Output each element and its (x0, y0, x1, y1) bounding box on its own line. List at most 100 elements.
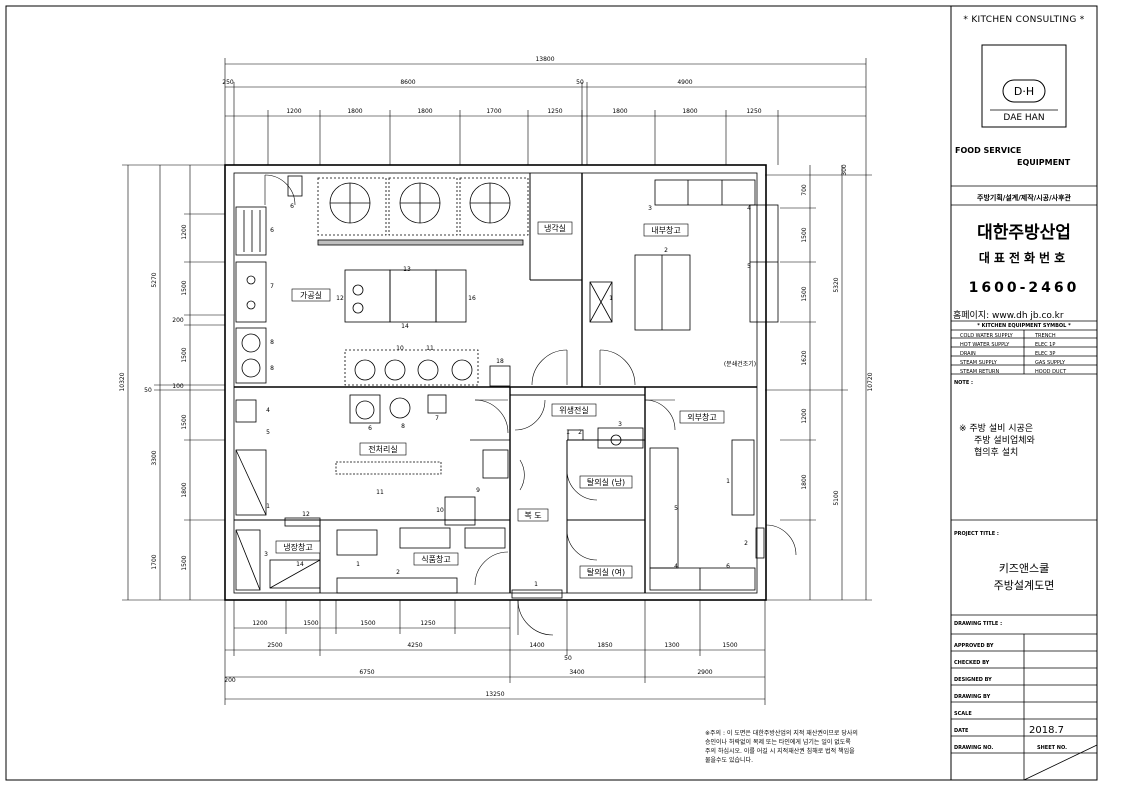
inner-storage-shelves (589, 179, 779, 331)
designed-by-label: DESIGNED BY (954, 677, 992, 683)
note-label: NOTE : (954, 380, 974, 386)
equip-num: 4 (747, 205, 751, 212)
equip-num: 1 (534, 581, 538, 588)
dim-right-top: 300 (841, 164, 848, 176)
symbol-right: ELEC 3P (1035, 351, 1056, 357)
dim-right-seg: 1500 (801, 227, 808, 242)
title-block-grid (951, 44, 1098, 781)
right-dimensions (765, 165, 872, 601)
prep-equipment (235, 394, 509, 527)
food-service-line1: FOOD SERVICE (955, 146, 1022, 155)
title-block: * KITCHEN CONSULTING * D·H DAE HAN FOOD … (951, 6, 1097, 780)
copyright-notice: ※주의 : 이 도면은 대한주방산업의 지적 재산권이므로 당사의 승인이나 허… (705, 729, 858, 764)
room-changing-f: 탈의실 (여) (587, 567, 625, 577)
dim-bottom-mid-gap: 50 (564, 655, 572, 662)
services-line: 주방기획/설계/제작/시공/사후관 (977, 194, 1071, 202)
symbol-left: STEAM RETURN (960, 369, 1000, 375)
symbol-right: HOOD DUCT (1035, 369, 1067, 375)
dim-left-seg: 1500 (181, 555, 188, 570)
equip-num: 9 (476, 487, 480, 494)
equip-num: 12 (302, 511, 310, 518)
project-title-line: 주방설계도면 (993, 579, 1055, 592)
room-corridor: 복 도 (524, 511, 541, 520)
kitchen-consulting-header: * KITCHEN CONSULTING * (963, 15, 1085, 25)
room-outer-storage: 외부창고 (687, 412, 716, 422)
equip-num: 10 (436, 507, 444, 514)
dim-left-1700: 1700 (151, 554, 158, 569)
symbol-right: GAS SUPPLY (1035, 360, 1066, 366)
dim-left-200: 200 (172, 317, 184, 324)
room-labels: 가공실 전처리실 냉장창고 식품창고 냉각실 내부창고 위생전실 복 도 탈의실… (275, 221, 756, 579)
dim-bottom-edge: 200 (224, 677, 236, 684)
symbol-right: TRENCH (1035, 333, 1056, 339)
dim-top-seg: 1800 (612, 108, 627, 115)
dim-left-lower: 3300 (151, 450, 158, 465)
food-service-line2: EQUIPMENT (1017, 158, 1071, 167)
drawing-by-label: DRAWING BY (954, 694, 991, 700)
approved-by-label: APPROVED BY (954, 643, 994, 649)
equip-num: 3 (618, 421, 622, 428)
sheet-border (5, 5, 1098, 781)
note-line: 주방 설비업체와 (974, 436, 1035, 446)
equip-num: 6 (290, 203, 294, 210)
room-pantry: 식품창고 (421, 555, 450, 564)
equip-num: 1 (566, 429, 570, 436)
dim-left-seg: 1500 (181, 414, 188, 429)
room-cooking: 가공실 (300, 290, 322, 300)
symbol-left: HOT WATER SUPPLY (960, 342, 1010, 348)
top-dimensions (224, 58, 867, 165)
dim-right-lower: 5100 (833, 490, 840, 505)
dim-bottom-seg: 1500 (360, 620, 375, 627)
room-inner-storage: 내부창고 (651, 226, 680, 235)
symbol-left: COLD WATER SUPPLY (960, 333, 1013, 339)
notice-line: 물을수도 있습니다. (705, 756, 753, 764)
sanitation-equipment (511, 427, 644, 599)
dim-top-gap: 50 (576, 79, 584, 86)
dim-bottom-major: 2900 (697, 669, 712, 676)
dim-left-seg: 1800 (181, 482, 188, 497)
cooking-equipment (235, 175, 511, 387)
dim-bottom-mid: 2500 (267, 642, 282, 649)
equip-num: 1 (266, 503, 270, 510)
notice-line: ※주의 : 이 도면은 대한주방산업의 지적 재산권이므로 당사의 (705, 729, 858, 737)
dim-bottom-mid: 1300 (664, 642, 679, 649)
equip-num: 18 (496, 358, 504, 365)
equip-num: 6 (270, 227, 274, 234)
equip-num: 4 (266, 407, 270, 414)
left-dimensions (122, 164, 225, 601)
symbol-right: ELEC 1P (1035, 342, 1056, 348)
top-dimension-labels: 13800 250 8600 50 4900 1200 1800 1800 17… (222, 56, 762, 115)
dim-top-seg: 1800 (682, 108, 697, 115)
dim-bottom-mid: 1400 (529, 642, 544, 649)
sheet-no-label: SHEET NO. (1037, 745, 1067, 751)
room-cold-storage: 냉장창고 (283, 542, 312, 552)
outer-storage-shelves (649, 439, 765, 591)
dim-bottom-mid: 1850 (597, 642, 612, 649)
dim-bottom-mid: 4250 (407, 642, 422, 649)
equip-num: 5 (266, 429, 270, 436)
equip-num: 14 (401, 323, 409, 330)
date-value: 2018.7 (1029, 725, 1064, 736)
homepage-link[interactable]: 홈페이지: www.dh jb.co.kr (953, 311, 1064, 321)
equip-num: 10 (396, 345, 404, 352)
symbol-left: DRAIN (960, 351, 976, 357)
dim-top-seg: 1200 (286, 108, 301, 115)
symbol-left: STEAM SUPPLY (960, 360, 997, 366)
dim-right-seg: 1800 (801, 474, 808, 489)
storage-racks (235, 527, 506, 594)
dim-top-seg: 1800 (347, 108, 362, 115)
equip-num: 14 (296, 561, 304, 568)
dim-left-seg: 1200 (181, 224, 188, 239)
dim-bottom-seg: 1500 (303, 620, 318, 627)
room-sanitation: 위생전실 (559, 405, 588, 415)
equip-num: 13 (403, 266, 411, 273)
equip-num: 7 (270, 283, 274, 290)
dim-bottom-major: 6750 (359, 669, 374, 676)
dim-right-seg: 700 (801, 184, 808, 196)
equip-num: 16 (468, 295, 476, 302)
dim-top-seg: 1700 (486, 108, 501, 115)
room-mixer: (분쇄건조기) (724, 360, 756, 368)
equip-num: 2 (744, 540, 748, 547)
dim-top-total: 13800 (535, 56, 554, 63)
